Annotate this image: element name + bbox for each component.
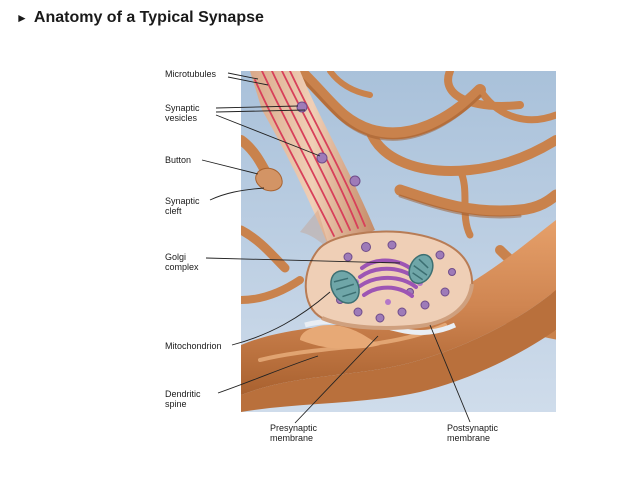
mitochondrion-right (408, 253, 434, 285)
background-dendrite-shadows (298, 75, 522, 219)
small-button-knob (255, 167, 283, 192)
triangle-right-icon: ► (16, 11, 28, 25)
label-mitochondrion: Mitochondrion (165, 341, 222, 351)
label-presynaptic-membrane: Presynaptic membrane (270, 423, 318, 443)
label-synaptic-cleft: Synaptic cleft (165, 196, 200, 216)
label-dendritic-spine: Dendritic spine (165, 389, 201, 409)
label-synaptic-vesicles: Synaptic vesicles (165, 103, 200, 123)
dendritic-spine-shape (300, 324, 380, 349)
synaptic-vesicles-group (296, 101, 456, 323)
background-dendrites (241, 71, 556, 340)
mitochondrion-left (330, 270, 360, 304)
label-postsynaptic-membrane: Postsynaptic membrane (447, 423, 499, 443)
label-button: Button (165, 155, 192, 165)
label-microtubules: Microtubules (165, 69, 217, 79)
label-golgi-complex: Golgi complex (165, 252, 199, 272)
axon-stem (250, 71, 375, 250)
leader-lines (201, 72, 471, 424)
microtubules-group (254, 71, 366, 237)
page-title: ► Anatomy of a Typical Synapse (16, 9, 264, 27)
title-text: Anatomy of a Typical Synapse (33, 9, 264, 26)
